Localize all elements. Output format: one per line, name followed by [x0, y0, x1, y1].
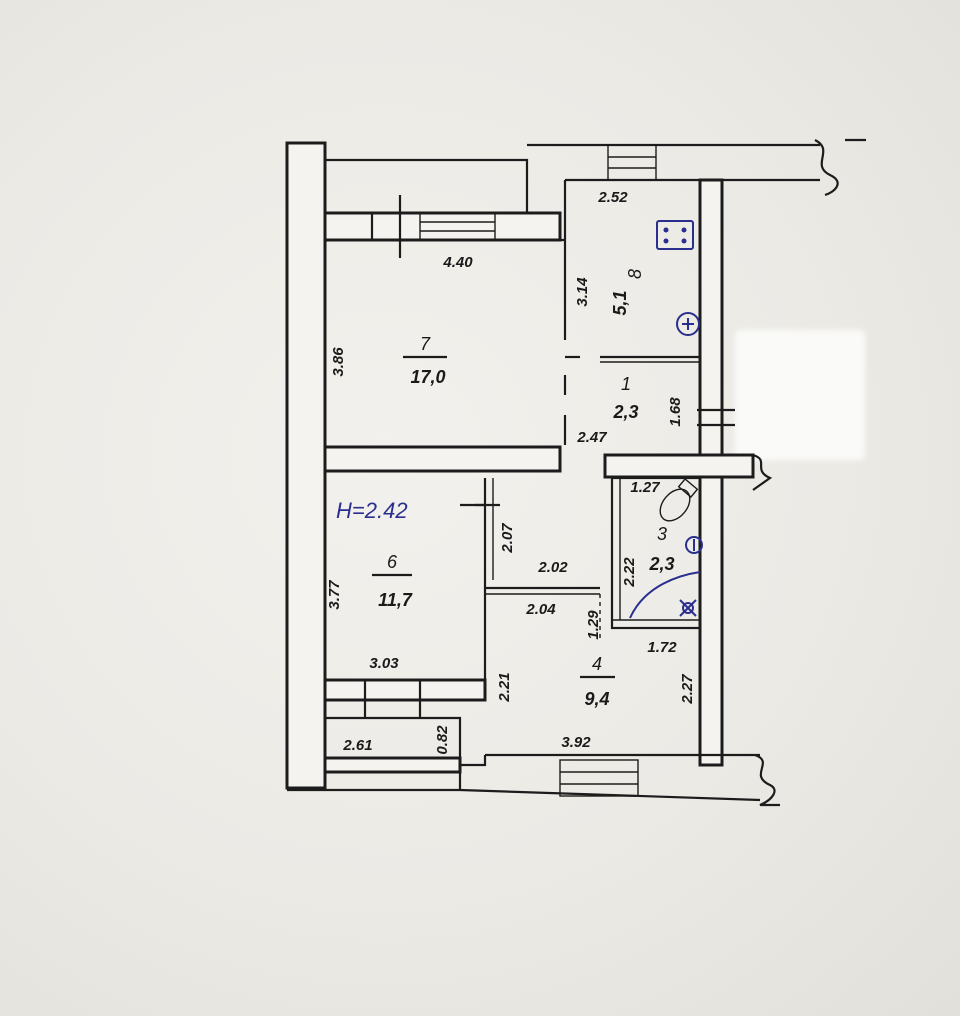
- dim-hall-width-bottom: 2.04: [525, 601, 556, 618]
- top-left-wall: [325, 158, 529, 215]
- bathroom-walls: [610, 476, 702, 630]
- photo-glare: [735, 330, 865, 460]
- entrance-arrow: [752, 453, 773, 491]
- dim-room8-depth: 3.14: [574, 277, 591, 307]
- dim-room7-width: 4.40: [442, 254, 473, 271]
- dim-room6-width: 3.03: [369, 655, 399, 672]
- room7-bottom-wall: [323, 445, 562, 473]
- dim-room4-depth-left: 2.21: [496, 672, 513, 702]
- room-7-area: 17,0: [410, 367, 445, 387]
- room-1-area: 2,3: [612, 402, 638, 422]
- dim-room4-small: 1.29: [585, 610, 602, 640]
- bottom-window: [559, 759, 639, 797]
- room-1-number: 1: [621, 374, 631, 394]
- dim-balcony-width: 2.61: [342, 737, 372, 754]
- top-window: [607, 144, 657, 181]
- room-4-area: 9,4: [584, 689, 609, 709]
- dim-hall-width-top: 2.02: [537, 559, 568, 576]
- water-supply-icon: [685, 536, 703, 554]
- bottom-outer-wall-right: [459, 788, 761, 802]
- room-6-area: 11,7: [378, 590, 413, 610]
- room6-bottom-wall: [323, 678, 487, 702]
- bathtub-icon: [629, 571, 701, 619]
- room-6-number: 6: [387, 552, 398, 572]
- room-8-area: 5,1: [610, 290, 630, 315]
- entrance-wall: [603, 453, 755, 479]
- dim-room4-depth-right: 2.27: [679, 674, 696, 705]
- dim-top-corridor: 2.52: [597, 189, 628, 206]
- dim-room6-depth: 3.77: [326, 580, 343, 610]
- dim-bath-bottom: 1.72: [647, 639, 677, 656]
- break-mark-bottom: [754, 753, 780, 807]
- dim-room1-width: 2.47: [576, 429, 607, 446]
- ceiling-height-label: H=2.42: [336, 498, 408, 523]
- balcony-rail: [323, 756, 462, 774]
- dim-bath-depth: 2.22: [621, 557, 638, 588]
- stove-icon: [656, 220, 694, 250]
- dim-bath-top: 1.27: [630, 479, 660, 496]
- left-outer-wall: [285, 141, 327, 790]
- room-7-number: 7: [420, 334, 431, 354]
- toilet-icon: [659, 478, 699, 522]
- water-supply-icon: [676, 312, 700, 336]
- dim-room1-depth: 1.68: [667, 397, 684, 427]
- room7-window: [419, 212, 496, 241]
- dim-room7-depth: 3.86: [330, 347, 347, 377]
- room-3-number: 3: [657, 524, 667, 544]
- break-mark-top: [814, 139, 839, 197]
- room-3-area: 2,3: [648, 554, 674, 574]
- dim-room4-width: 3.92: [561, 734, 591, 751]
- room-4-number: 4: [592, 654, 602, 674]
- dim-hall-depth: 2.07: [499, 523, 516, 554]
- room7-window-wall: [323, 211, 562, 242]
- room-8-number: 8: [625, 269, 645, 279]
- dim-balcony-depth: 0.82: [434, 725, 451, 755]
